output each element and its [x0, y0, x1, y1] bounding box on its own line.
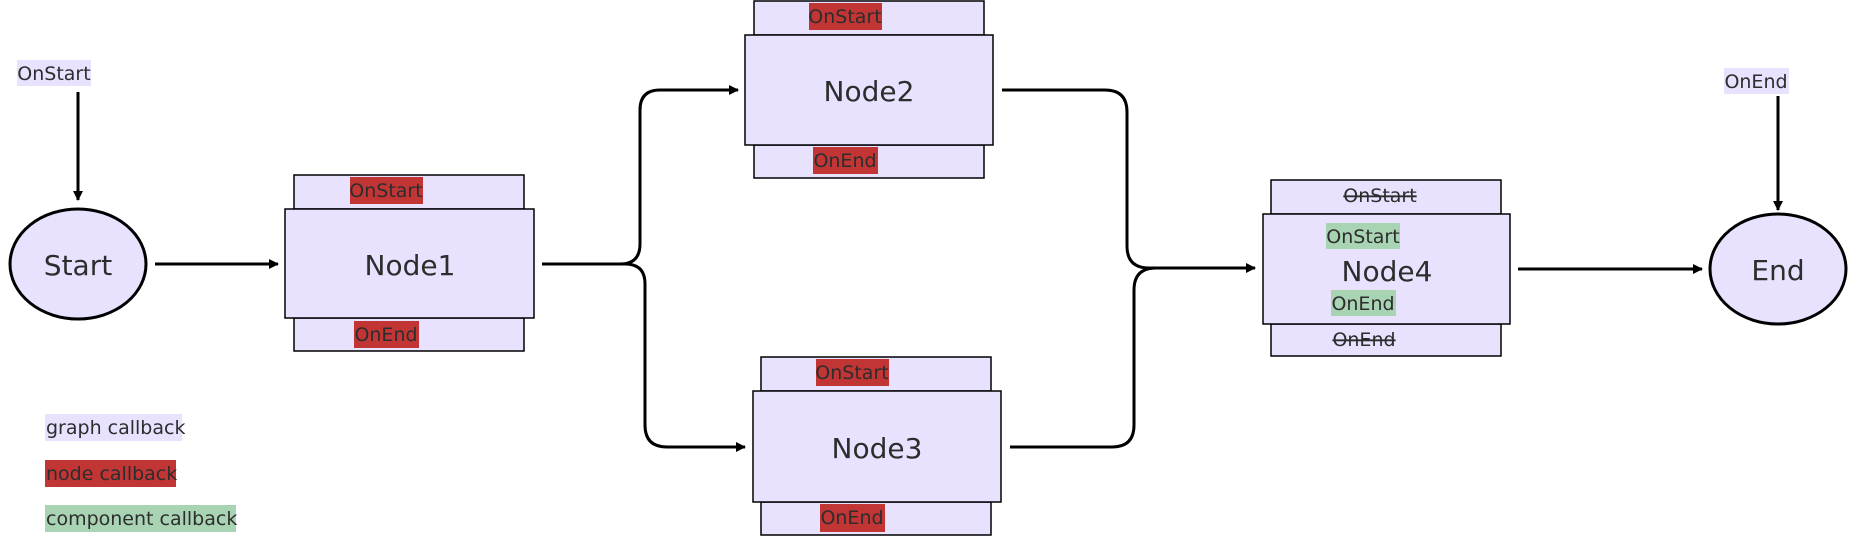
node3-onend-badge [820, 504, 885, 532]
graph-callback-onend-label: OnEnd [1724, 71, 1787, 93]
legend-component-label: component callback [46, 508, 237, 530]
node4-top-strip [1270, 179, 1502, 215]
start-ellipse [8, 207, 148, 321]
node2-onend-badge [813, 147, 878, 174]
graph-callback-onstart-badge [17, 60, 91, 86]
graph-callback-onend: OnEnd [1724, 68, 1789, 94]
node3-label: Node3 [832, 432, 923, 465]
node3-onstart-badge [816, 359, 889, 386]
node2-box [744, 34, 994, 146]
node1: Node1 OnStart OnEnd [284, 174, 535, 352]
node1-onstart-label: OnStart [349, 180, 422, 202]
legend: graph callback node callback component c… [45, 414, 237, 532]
node1-onstart-badge [350, 177, 423, 204]
node1-onend-badge [354, 321, 419, 348]
legend-graph-label: graph callback [46, 417, 185, 439]
end-node: End [1708, 212, 1848, 326]
legend-component-swatch [45, 505, 236, 532]
graph-callback-onstart-label: OnStart [17, 63, 90, 85]
legend-graph-swatch [45, 414, 182, 441]
node3-box [752, 390, 1002, 503]
start-label: Start [44, 249, 112, 282]
node4-component-onstart-label: OnStart [1326, 226, 1399, 248]
node2-onstart-label: OnStart [808, 6, 881, 28]
edge-node2-to-node4 [1002, 88, 1256, 273]
node3: Node3 OnStart OnEnd [752, 356, 1002, 536]
legend-node-label: node callback [46, 463, 177, 485]
end-label: End [1751, 254, 1804, 287]
node4-onend-struck-label: OnEnd [1332, 329, 1395, 351]
node3-onstart-label: OnStart [815, 362, 888, 384]
edge-node1-to-node3 [542, 262, 746, 452]
node1-box [284, 208, 535, 319]
graph-callback-onend-badge [1724, 68, 1789, 94]
legend-node-swatch [45, 460, 176, 487]
node4: Node4 OnStart OnStart OnEnd OnEnd [1262, 179, 1511, 357]
node1-label: Node1 [365, 249, 456, 282]
start-node: Start [8, 207, 148, 321]
node4-component-onend-badge [1331, 290, 1396, 316]
node1-onend-label: OnEnd [354, 324, 417, 346]
node2-onstart-badge [809, 3, 882, 30]
node4-label: Node4 [1342, 255, 1433, 288]
node3-onend-label: OnEnd [820, 507, 883, 529]
graph-callback-onstart: OnStart [17, 60, 91, 86]
end-ellipse [1708, 212, 1848, 326]
node2-label: Node2 [824, 75, 915, 108]
node4-component-onend-label: OnEnd [1331, 293, 1394, 315]
node4-onstart-struck-label: OnStart [1343, 185, 1416, 207]
node4-component-onstart-badge [1326, 223, 1400, 249]
edge-node3-to-node4 [1010, 266, 1255, 449]
node2: Node2 OnStart OnEnd [744, 0, 994, 179]
edge-node1-to-node2 [542, 85, 739, 266]
node2-onend-label: OnEnd [813, 150, 876, 172]
edges [73, 85, 1783, 452]
